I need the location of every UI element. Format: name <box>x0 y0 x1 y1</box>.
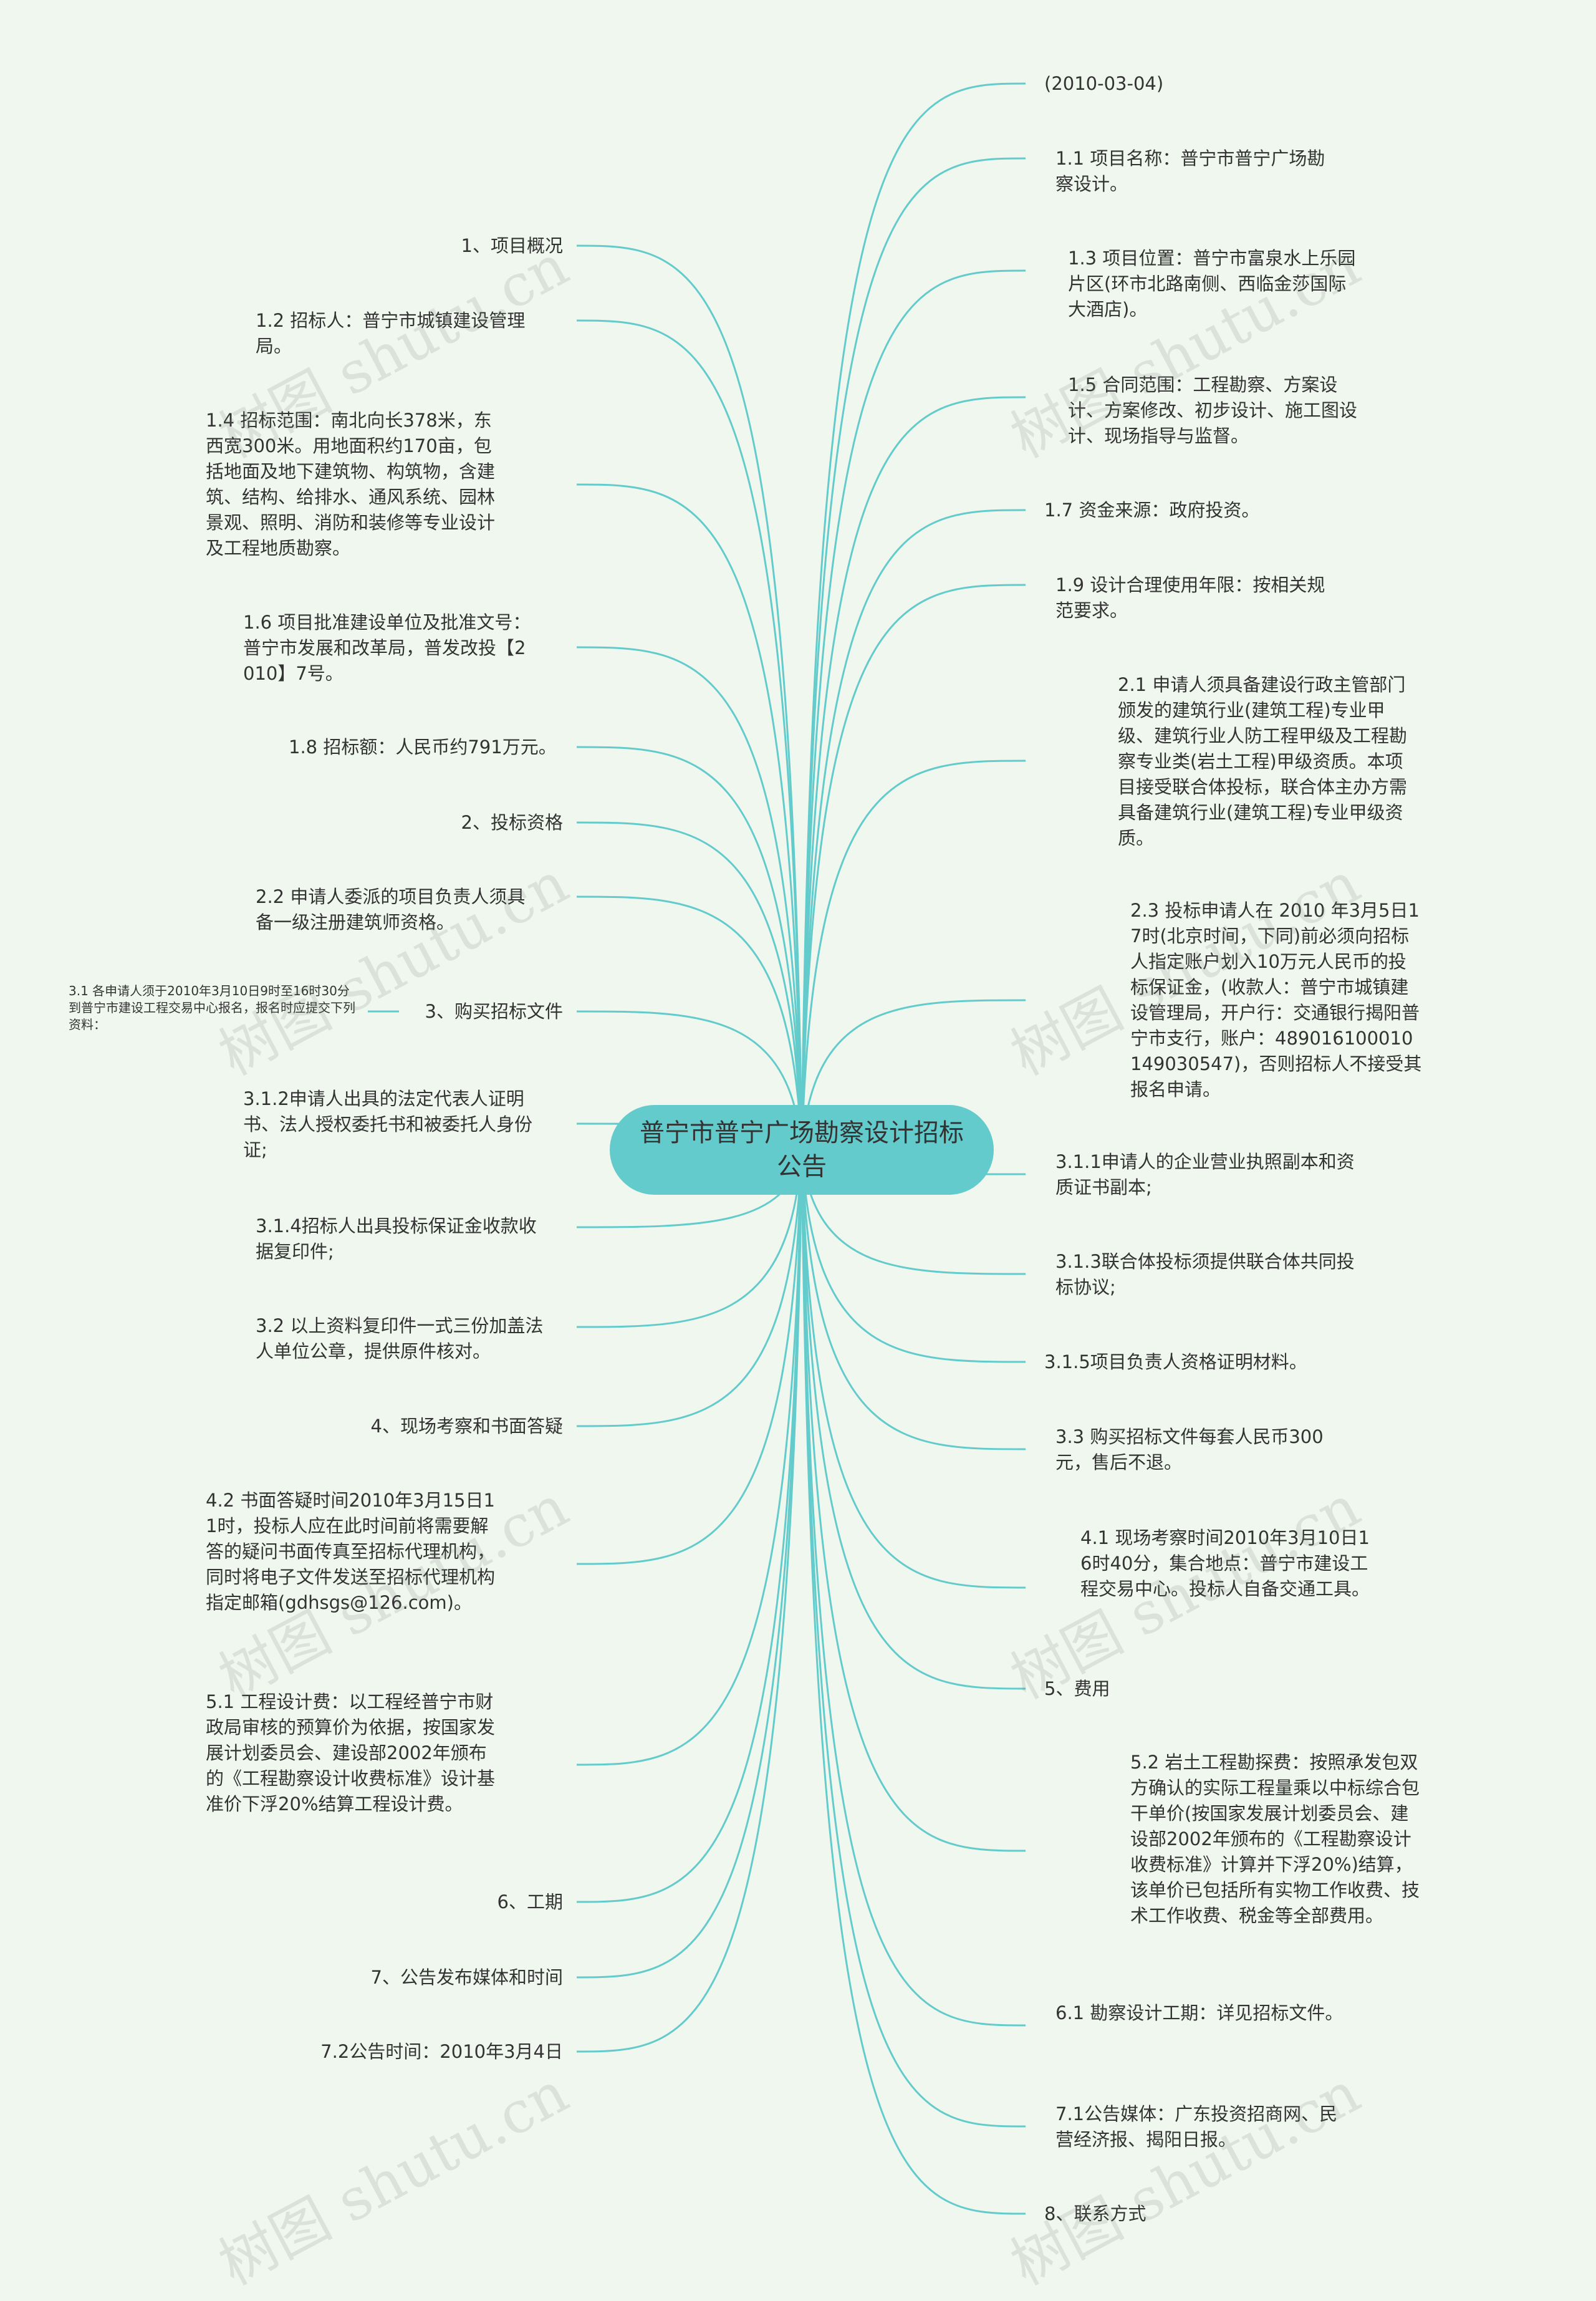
edge-left <box>576 1149 803 1979</box>
edge-right <box>800 1149 1026 1690</box>
edge-left <box>576 319 803 1150</box>
node-3-2[interactable]: 3.2 以上资料复印件一式三份加盖法人单位公章，提供原件核对。 <box>256 1315 544 1362</box>
node-2-3[interactable]: 2.3 投标申请人在 2010 年3月5日17时(北京时间，下同)前必须向招标人… <box>1130 900 1422 1100</box>
edge-left <box>576 1149 803 1903</box>
node-5-2[interactable]: 5.2 岩土工程勘探费：按照承发包双方确认的实际工程量乘以中标综合包干单价(按国… <box>1130 1752 1420 1926</box>
edge-left <box>576 1149 803 1565</box>
node-1-4[interactable]: 1.4 招标范围：南北向长378米，东西宽300米。用地面积约170亩，包括地面… <box>206 410 496 559</box>
node-1-7[interactable]: 1.7 资金来源：政府投资。 <box>1044 499 1260 521</box>
edge-right <box>800 157 1026 1150</box>
edge-right <box>800 584 1026 1150</box>
node-date[interactable]: (2010-03-04) <box>1044 73 1164 94</box>
node-6[interactable]: 6、工期 <box>497 1891 563 1913</box>
node-4-2[interactable]: 4.2 书面答疑时间2010年3月15日11时，投标人应在此时间前将需要解答的疑… <box>206 1490 496 1613</box>
edge-left <box>576 1149 803 1328</box>
node-3[interactable]: 3、购买招标文件 <box>425 1001 563 1022</box>
edge-left <box>576 821 803 1150</box>
node-3-3[interactable]: 3.3 购买招标文件每套人民币300元，售后不退。 <box>1055 1426 1324 1473</box>
edge-left <box>576 1149 803 1766</box>
edge-left <box>576 244 803 1150</box>
root-label: 普宁市普宁广场勘察设计招标公告 <box>640 1119 964 1181</box>
node-3-1-3[interactable]: 3.1.3联合体投标须提供联合体共同投标协议; <box>1055 1251 1355 1298</box>
root-node[interactable]: 普宁市普宁广场勘察设计招标公告 <box>610 1105 994 1195</box>
edge-right <box>800 1149 1026 2027</box>
edge-right <box>800 1149 1026 1589</box>
edge-left <box>576 1010 803 1150</box>
edge-left <box>576 895 803 1150</box>
node-1-3[interactable]: 1.3 项目位置：普宁市富泉水上乐园片区(环市北路南侧、西临金莎国际大酒店)。 <box>1068 248 1356 320</box>
node-7[interactable]: 7、公告发布媒体和时间 <box>370 1967 563 1988</box>
node-3-1[interactable]: 3.1 各申请人须于2010年3月10日9时至16时30分到普宁市建设工程交易中… <box>69 983 355 1032</box>
edge-right <box>800 1149 1026 1852</box>
node-1-6[interactable]: 1.6 项目批准建设单位及批准文号：普宁市发展和改革局，普发改投【2010】7号… <box>243 612 531 684</box>
node-7-2[interactable]: 7.2公告时间：2010年3月4日 <box>320 2041 563 2062</box>
edge-right <box>800 999 1026 1150</box>
node-7-1[interactable]: 7.1公告媒体：广东投资招商网、民营经济报、揭阳日报。 <box>1055 2103 1338 2150</box>
node-1-9[interactable]: 1.9 设计合理使用年限：按相关规范要求。 <box>1055 574 1325 621</box>
node-3-1-1[interactable]: 3.1.1申请人的企业营业执照副本和资质证书副本; <box>1055 1151 1355 1198</box>
node-3-1-2[interactable]: 3.1.2申请人出具的法定代表人证明书、法人授权委托书和被委托人身份证; <box>243 1088 533 1160</box>
node-3-1-4[interactable]: 3.1.4招标人出具投标保证金收款收据复印件; <box>256 1215 537 1262</box>
node-1[interactable]: 1、项目概况 <box>461 235 563 256</box>
edge-left <box>576 483 803 1150</box>
edge-right <box>800 1149 1026 2215</box>
edge-left <box>576 746 803 1150</box>
edge-left <box>576 646 803 1150</box>
node-1-8[interactable]: 1.8 招标额：人民币约791万元。 <box>289 736 557 758</box>
node-1-1[interactable]: 1.1 项目名称：普宁市普宁广场勘察设计。 <box>1055 148 1325 195</box>
node-3-1-5[interactable]: 3.1.5项目负责人资格证明材料。 <box>1044 1351 1307 1372</box>
edge-right <box>800 1149 1026 2128</box>
edge-right <box>800 760 1026 1150</box>
node-4[interactable]: 4、现场考察和书面答疑 <box>370 1416 563 1437</box>
node-2-1[interactable]: 2.1 申请人须具备建设行政主管部门颁发的建筑行业(建筑工程)专业甲级、建筑行业… <box>1118 674 1408 849</box>
edge-right <box>800 396 1026 1150</box>
edge-right <box>800 82 1026 1150</box>
node-4-1[interactable]: 4.1 现场考察时间2010年3月10日16时40分，集合地点：普宁市建设工程交… <box>1080 1527 1370 1599</box>
node-2-2[interactable]: 2.2 申请人委派的项目负责人须具备一级注册建筑师资格。 <box>256 886 526 933</box>
edge-right <box>800 509 1026 1150</box>
node-1-5[interactable]: 1.5 合同范围：工程勘察、方案设计、方案修改、初步设计、施工图设计、现场指导与… <box>1068 374 1358 446</box>
node-6-1[interactable]: 6.1 勘察设计工期：详见招标文件。 <box>1055 2002 1344 2024</box>
node-5-1[interactable]: 5.1 工程设计费：以工程经普宁市财政局审核的预算价为依据，按国家发展计划委员会… <box>206 1691 496 1815</box>
edge-right <box>800 1149 1026 1450</box>
node-8[interactable]: 8、联系方式 <box>1044 2203 1147 2224</box>
edge-right <box>800 269 1026 1150</box>
node-2[interactable]: 2、投标资格 <box>461 812 563 833</box>
node-1-2[interactable]: 1.2 招标人：普宁市城镇建设管理局。 <box>256 310 526 357</box>
node-5[interactable]: 5、费用 <box>1044 1678 1110 1699</box>
edge-left <box>576 1149 803 1427</box>
edge-left <box>576 1149 803 2053</box>
edge-right <box>800 1149 1026 1363</box>
